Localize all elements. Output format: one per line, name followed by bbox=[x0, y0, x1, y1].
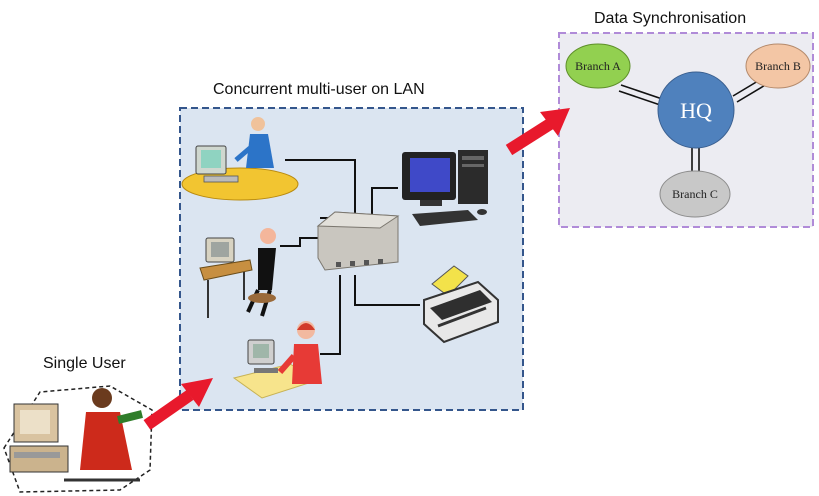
node-branch-c: Branch C bbox=[659, 170, 731, 218]
hq-label: HQ bbox=[680, 98, 712, 123]
network-switch-icon bbox=[316, 211, 400, 271]
branch-c-label: Branch C bbox=[672, 187, 718, 201]
node-hq: HQ bbox=[657, 71, 735, 149]
seated-typist-clipart bbox=[199, 228, 276, 318]
node-branch-b: Branch B bbox=[745, 43, 811, 89]
single-user-clipart bbox=[3, 385, 153, 493]
desktop-computer-icon bbox=[402, 150, 488, 226]
desk-worker-clipart bbox=[232, 321, 322, 399]
office-worker-clipart bbox=[181, 117, 299, 201]
sync-label: Data Synchronisation bbox=[594, 10, 747, 27]
lan-label: Concurrent multi-user on LAN bbox=[213, 81, 425, 98]
branch-a-label: Branch A bbox=[575, 59, 621, 73]
branch-b-label: Branch B bbox=[755, 59, 801, 73]
node-branch-a: Branch A bbox=[565, 43, 631, 89]
arrow-lan-to-sync bbox=[505, 108, 570, 156]
single-user-label: Single User bbox=[43, 355, 126, 372]
printer-icon bbox=[423, 265, 499, 344]
arrow-single-to-lan bbox=[143, 378, 213, 430]
